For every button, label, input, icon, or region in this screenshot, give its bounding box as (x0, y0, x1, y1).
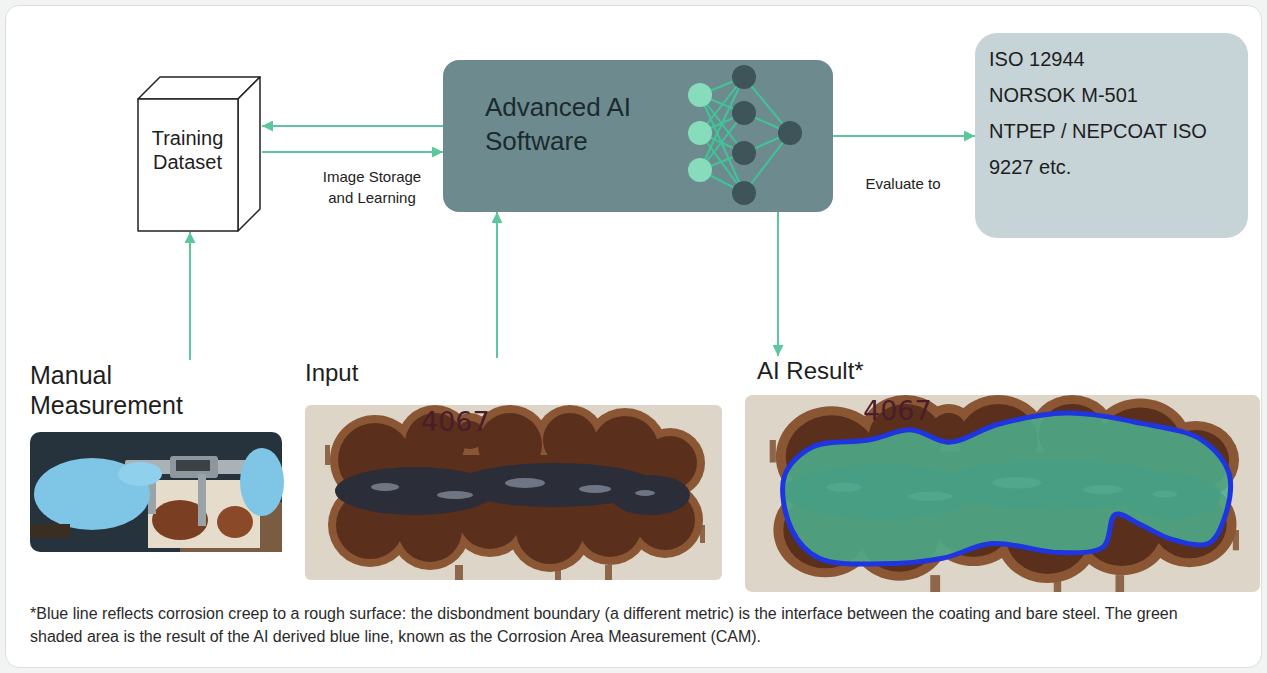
corrosion-spot (217, 506, 253, 538)
cube-face (238, 77, 260, 231)
network-links (700, 77, 790, 193)
input-neuron (688, 121, 712, 145)
specimen-plate (745, 395, 1260, 592)
node-title: Advanced AI Software (485, 90, 675, 158)
wrist-watch (30, 524, 70, 538)
rust-streak (325, 445, 330, 465)
scribe-highlight (437, 491, 473, 499)
flow-arrow (496, 212, 498, 358)
output-neuron (778, 121, 802, 145)
scribe-line (610, 475, 690, 515)
software-box: Advanced AI Software (443, 60, 833, 212)
flow-arrow (262, 125, 443, 127)
edge-label: Image Storage and Learning (317, 166, 427, 208)
corrosion-area-measurement (783, 413, 1231, 564)
flow-arrow (189, 232, 191, 360)
hidden-neuron (732, 141, 756, 165)
illustration (305, 405, 722, 580)
caliper-jaw (198, 474, 206, 526)
dataset-cube: Training Dataset (137, 76, 262, 232)
rust-streak (605, 565, 612, 580)
scribe-highlight (579, 485, 611, 493)
specimen-id: 4067 (421, 407, 490, 437)
caliper-body (170, 456, 218, 478)
gloved-hand (240, 448, 284, 516)
illustration (30, 432, 282, 552)
scribe-highlight (635, 490, 655, 496)
input-photo-panel: Input 4067 (303, 358, 730, 582)
hidden-neuron (732, 181, 756, 205)
rust-streak (1116, 575, 1125, 592)
flow-arrow (777, 212, 779, 356)
hidden-neuron (732, 65, 756, 89)
node-title: Training Dataset (137, 126, 238, 174)
standard-name: ISO 12944 (989, 41, 1224, 77)
specimen-id: 4067 (863, 396, 932, 426)
cube-face (138, 99, 238, 231)
flow-arrow (262, 151, 443, 153)
caliper-display (176, 460, 210, 471)
flow-arrow (833, 135, 975, 137)
panel-heading: Input (303, 358, 730, 388)
result-photo-panel: AI Result* 4067 (745, 356, 1267, 594)
rust-streak (930, 575, 940, 592)
standard-name: NTPEP / NEPCOAT ISO 9227 etc. (989, 113, 1224, 185)
illustration (745, 395, 1260, 592)
rust-streak (455, 565, 463, 580)
footnote: *Blue line reflects corrosion creep to a… (30, 602, 1205, 648)
specimen-plate (305, 405, 722, 580)
scribe-highlight (505, 478, 545, 488)
hidden-neuron (732, 101, 756, 125)
panel-heading: AI Result* (745, 356, 1267, 386)
standard-name: NORSOK M-501 (989, 77, 1224, 113)
edge-label: Evaluate to (848, 173, 958, 194)
glove-finger (118, 462, 162, 486)
rust-streak (770, 440, 776, 463)
standards-box: ISO 12944NORSOK M-501NTPEP / NEPCOAT ISO… (975, 33, 1248, 238)
input-neuron (688, 83, 712, 107)
input-neuron (688, 158, 712, 182)
panel-heading: Manual Measurement (28, 360, 230, 420)
manual-photo-panel: Manual Measurement (28, 360, 284, 554)
scribe-highlight (371, 483, 399, 491)
